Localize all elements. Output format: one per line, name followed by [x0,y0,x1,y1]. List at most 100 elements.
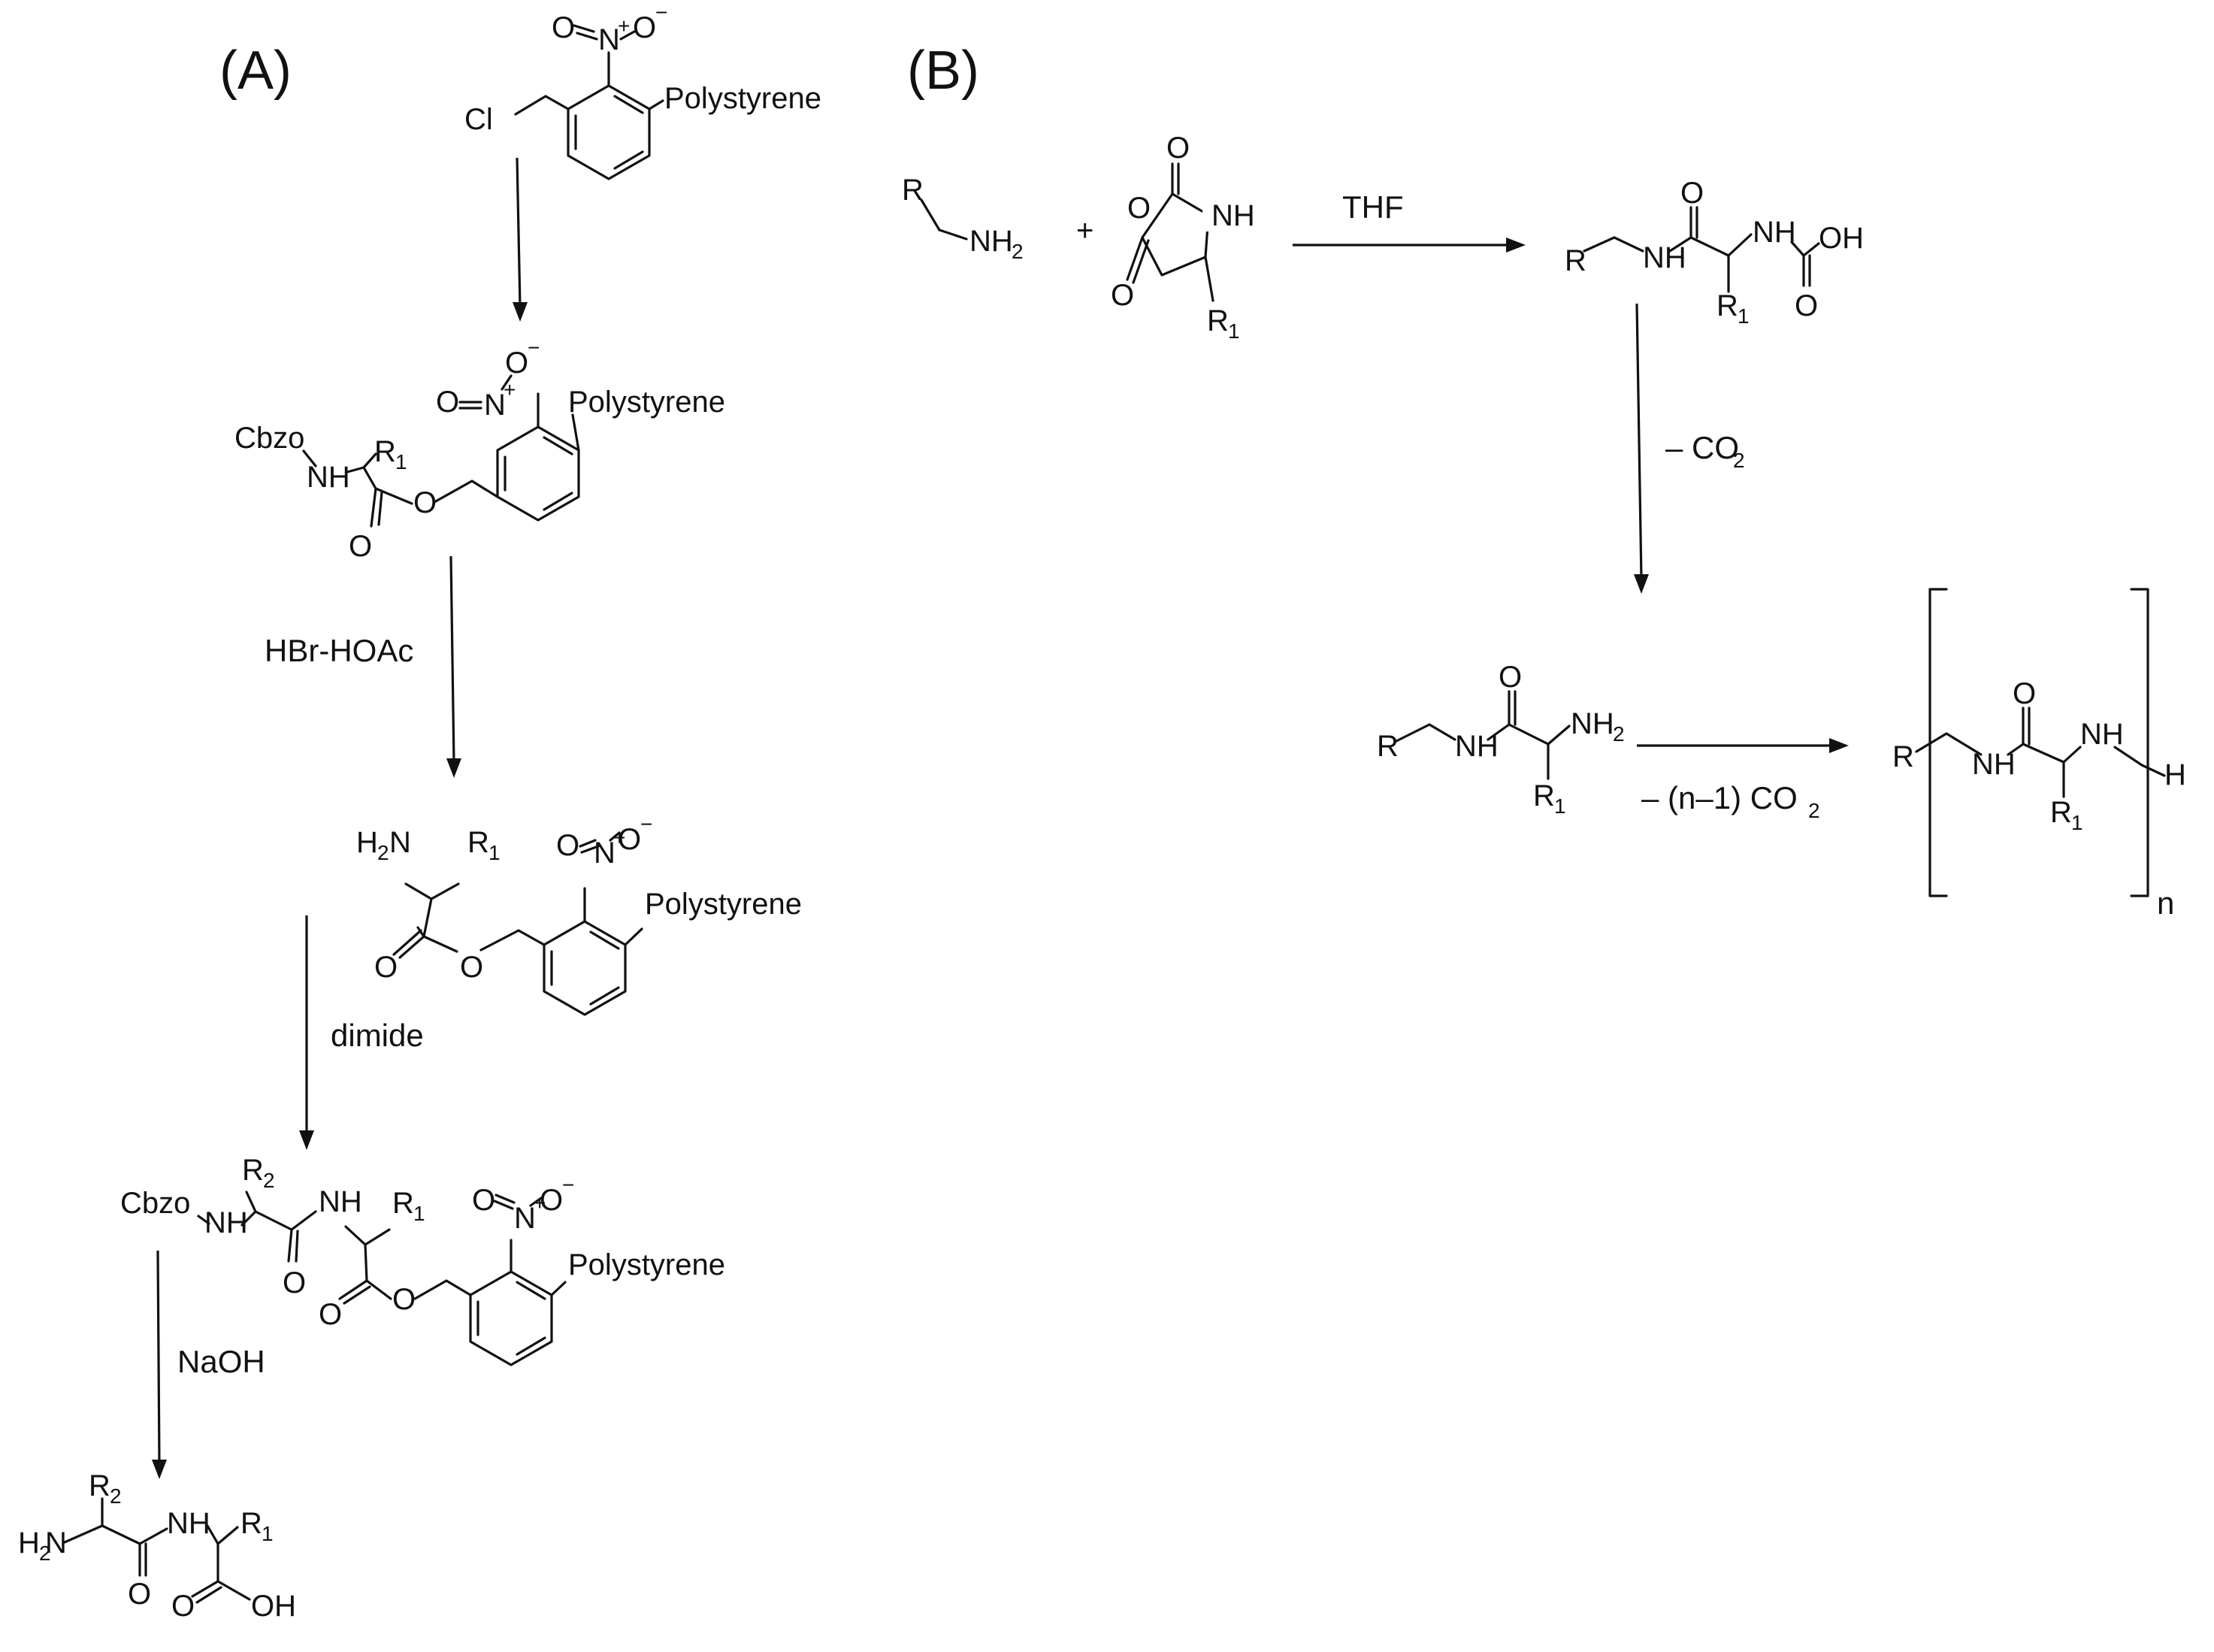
r1-label: R [2050,796,2072,829]
structure-a3-amine-resin: H 2 N R 1 O O O N + O − Polystyrene [356,812,802,1016]
condition-naoh: NaOH [177,1344,265,1379]
ester-o-label: O [460,951,483,984]
r-label: R [1565,244,1586,277]
arrow-b1 [1293,238,1526,253]
r1-label: R [374,435,396,468]
acid-o-label: O [171,1590,195,1623]
nh2-subscript: 2 [1613,722,1625,746]
arrow-a4 [152,1250,167,1479]
h2n-n-label: N [389,826,411,859]
r1-subscript: 1 [1738,304,1750,328]
condition-minus-n-1-co2: – (n–1) CO [1641,780,1798,815]
r1-label: R [1207,304,1229,337]
r1-label: R [467,826,489,859]
h2n-label: H [356,826,378,859]
carbonyl-o-label: O [128,1578,151,1611]
r1-subscript: 1 [1228,319,1240,343]
repeat-n-label: n [2157,885,2174,921]
cbzo-label: Cbzo [234,422,304,455]
nh-label-1: NH [1643,241,1686,274]
carbonyl-o-label: O [1680,177,1704,210]
condition-n-co2-subscript: 2 [1808,799,1820,822]
terminal-h-label: H [2164,758,2186,791]
r-label: R [1892,740,1914,773]
nitro-o-left: O [556,829,579,862]
r1-subscript: 1 [262,1522,274,1545]
arrow-b3 [1637,738,1849,753]
nh-label: NH [167,1507,210,1540]
carbonyl-o-label: O [349,530,372,563]
nitro-o-charge: − [640,812,652,836]
h2n-subscript: 2 [377,841,389,864]
ester-o-label: O [392,1283,416,1316]
carbonyl-o-label: O [1499,661,1522,694]
acid-oh-label: OH [251,1590,296,1623]
polystyrene-label: Polystyrene [664,82,821,115]
condition-co2-subscript: 2 [1733,449,1745,472]
nitro-n-label: N [594,837,616,870]
r1-subscript: 1 [1554,794,1566,818]
nh-label-2: NH [319,1185,362,1218]
nitro-n-charge: + [618,14,630,38]
carbonyl-o-label: O [2013,677,2036,710]
nca-nh-label: NH [1211,199,1255,232]
r2-label: R [89,1469,110,1502]
nh-label-1: NH [1972,748,2016,781]
nh-label-2: NH [1753,216,1796,249]
r1-subscript: 1 [395,450,407,474]
nitro-o-left: O [552,11,575,44]
nca-carbonyl-o-bottom: O [1111,279,1134,312]
r1-label: R [392,1187,414,1220]
panel-label-b: (B) [907,41,979,101]
nitro-n-charge: + [534,1191,546,1215]
h2n-label: H [18,1526,40,1560]
carbonyl-o-label-1: O [283,1266,306,1300]
structure-b4-polypeptide: R NH O NH R 1 H n [1892,588,2186,921]
arrow-a1 [513,157,528,322]
r2-subscript: 2 [263,1169,275,1192]
structure-b1-amine: R NH 2 [902,174,1024,263]
nitro-n-charge: + [504,378,516,401]
nitro-n-charge: + [613,826,625,849]
structure-b2-carbamic-acid: R NH O R 1 NH O OH [1565,177,1864,328]
condition-minus-co2: – CO [1665,430,1739,465]
r1-subscript: 1 [413,1202,425,1225]
nh2-label: NH [969,225,1013,258]
nh2-subscript: 2 [1012,240,1024,263]
h2n-subscript: 2 [39,1542,51,1565]
condition-dimide: dimide [331,1018,424,1053]
ester-o-label: O [413,486,437,519]
r-label: R [1377,730,1399,763]
r2-label: R [242,1154,264,1187]
nitro-n-label: N [598,23,620,56]
r1-label: R [1533,779,1555,812]
h2n-n-label: N [45,1526,67,1560]
polystyrene-label: Polystyrene [645,888,802,921]
nitro-o-left: O [472,1184,495,1217]
chloro-label: Cl [464,103,493,136]
structure-a1-chloromethyl-resin: Cl N + O O − Polystyrene [464,1,821,180]
nh-label-1: NH [204,1206,248,1239]
structure-b3-amino-amide: R NH O NH 2 R 1 [1377,661,1625,818]
r1-subscript: 1 [2071,811,2083,834]
polystyrene-label: Polystyrene [568,1248,725,1281]
r1-subscript: 1 [488,841,501,864]
carbonyl-o-label-2: O [319,1298,342,1331]
r1-label: R [1716,289,1738,322]
plus-sign: + [1076,214,1093,247]
nitro-o-right: O [633,11,656,44]
structure-a4-dipeptide-resin: Cbzo NH R 2 O NH R 1 O O O N + O − Polys… [120,1154,725,1366]
nitro-o-right: O [540,1184,563,1217]
r2-subscript: 2 [110,1484,122,1508]
nitro-n-label: N [514,1202,536,1235]
structure-a2-cbz-amino-acid-resin: Cbzo NH R 1 O O O N + O − Polystyrene [234,336,725,563]
nh-label: NH [1455,730,1499,763]
cbzo-label: Cbzo [120,1187,190,1220]
nitro-o-left: O [436,386,459,419]
condition-hbr-hoac: HBr-HOAc [265,633,413,668]
carbamic-o-label: O [1795,289,1818,322]
polystyrene-label: Polystyrene [568,386,725,419]
carbamic-oh-label: OH [1819,222,1864,255]
nh-label-2: NH [2080,718,2124,751]
